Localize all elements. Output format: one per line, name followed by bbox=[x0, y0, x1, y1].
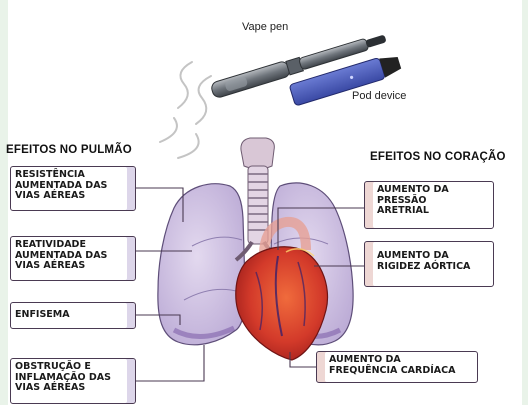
lung-effect-emphysema: ENFISEMA bbox=[10, 302, 136, 329]
box-line: INFLAMAÇÃO DAS bbox=[15, 371, 111, 383]
pod-device-icon bbox=[289, 57, 402, 106]
vape-pen-label: Vape pen bbox=[242, 21, 289, 33]
box-line: AUMENTO DA bbox=[377, 184, 449, 195]
box-line: VIAS AÉREAS bbox=[15, 382, 86, 393]
box-line: VIAS AÉREAS bbox=[15, 190, 86, 201]
lung-effect-obstruction: OBSTRUÇÃO E INFLAMAÇÃO DAS VIAS AÉREAS bbox=[10, 358, 136, 404]
box-line: AUMENTADA DAS bbox=[15, 249, 108, 261]
pod-device-label: Pod device bbox=[352, 90, 407, 102]
heart-icon bbox=[235, 246, 329, 361]
heart-effect-blood-pressure: AUMENTO DA PRESSÃO ARETRIAL bbox=[364, 181, 494, 229]
box-line: FREQUÊNCIA CARDÍACA bbox=[329, 364, 456, 376]
connector-lines bbox=[136, 187, 364, 382]
box-line: RESISTÊNCIA bbox=[15, 169, 85, 180]
smoke-wisps-icon bbox=[159, 61, 212, 159]
aorta-icon bbox=[258, 216, 311, 263]
diagram-panel: Vape pen Pod device EFEITOS NO PULMÃO EF… bbox=[6, 0, 522, 405]
illustration bbox=[136, 35, 402, 382]
box-line: ARETRIAL bbox=[377, 205, 429, 216]
box-line: VIAS AÉREAS bbox=[15, 260, 86, 271]
box-line: REATIVIDADE bbox=[15, 239, 86, 250]
vape-pen-icon bbox=[211, 35, 386, 98]
box-line: AUMENTO DA bbox=[329, 354, 401, 365]
heart-effect-aortic-stiffness: AUMENTO DA RIGIDEZ AÓRTICA bbox=[364, 241, 494, 287]
lung-effect-airway-resistance: RESISTÊNCIA AUMENTADA DAS VIAS AÉREAS bbox=[10, 166, 136, 211]
lung-effects-heading: EFEITOS NO PULMÃO bbox=[6, 144, 132, 156]
box-line: ENFISEMA bbox=[15, 309, 70, 320]
lung-effect-airway-reactivity: REATIVIDADE AUMENTADA DAS VIAS AÉREAS bbox=[10, 236, 136, 281]
heart-effects-heading: EFEITOS NO CORAÇÃO bbox=[370, 151, 506, 163]
box-line: AUMENTADA DAS bbox=[15, 179, 108, 191]
box-line: AUMENTO DA bbox=[377, 250, 449, 261]
heart-effect-heart-rate: AUMENTO DA FREQUÊNCIA CARDÍACA bbox=[316, 351, 478, 383]
box-line: RIGIDEZ AÓRTICA bbox=[377, 260, 471, 272]
left-lung-icon bbox=[157, 183, 246, 346]
box-line: PRESSÃO bbox=[377, 194, 427, 206]
box-line: OBSTRUÇÃO E bbox=[15, 361, 91, 372]
